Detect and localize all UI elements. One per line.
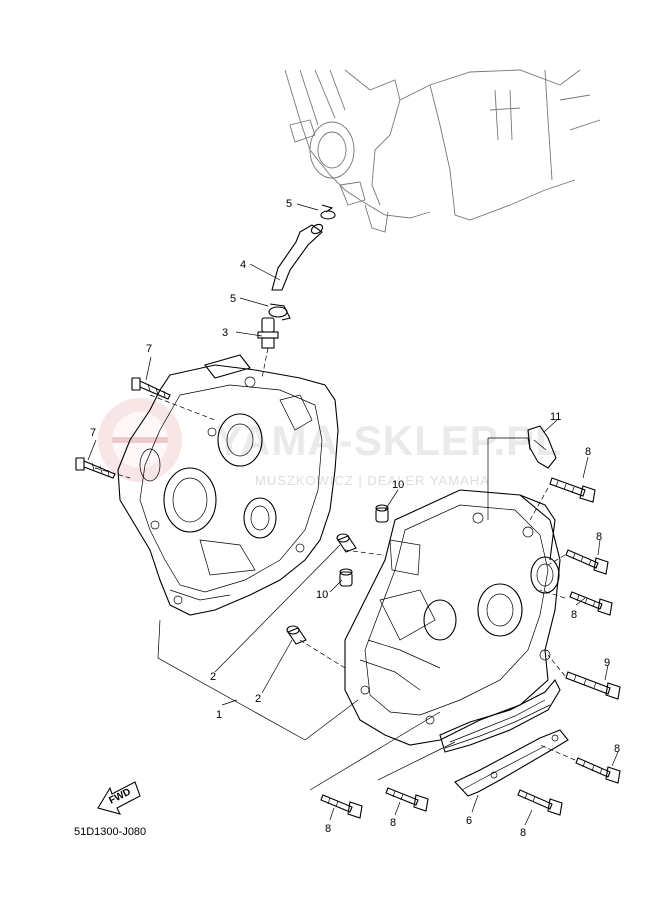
hose-clip-lower — [268, 303, 291, 321]
bolt-8-bottom-3 — [517, 789, 563, 816]
bolt-8-bottom-2 — [385, 787, 429, 812]
breather-hose — [271, 223, 324, 291]
callout-2-lower: 2 — [255, 693, 261, 705]
bolt-8-bottom-1 — [320, 794, 363, 819]
bolt-8-right-4 — [575, 757, 621, 784]
callout-3: 3 — [222, 327, 228, 339]
breather-fitting — [257, 317, 279, 349]
callout-5-upper: 5 — [286, 198, 292, 210]
bolts — [75, 377, 621, 819]
dowel-pin-upper — [336, 533, 357, 553]
callout-8-r2: 8 — [596, 531, 602, 543]
callout-8-b2: 8 — [390, 817, 396, 829]
watermark: YAMA-SKLEP.PL MUSZKOWICZ | DEALER YAMAHA — [98, 398, 562, 488]
callout-4: 4 — [240, 259, 246, 271]
callout-8-b1: 8 — [325, 823, 331, 835]
callout-2-upper: 2 — [210, 671, 216, 683]
callout-7-lower: 7 — [90, 427, 96, 439]
callouts: 5 4 5 3 7 7 10 10 11 8 8 8 9 8 2 2 1 8 8… — [90, 198, 620, 839]
callout-6: 6 — [466, 815, 472, 827]
dowel-pin-lower — [286, 625, 307, 645]
callout-5-lower: 5 — [230, 293, 236, 305]
callout-8-r4: 8 — [614, 743, 620, 755]
fwd-arrow: FWD — [97, 781, 141, 815]
watermark-logo — [98, 398, 182, 482]
dowel-10-upper — [375, 504, 389, 523]
leader-lines — [87, 203, 619, 826]
part-11-bracket — [527, 425, 557, 469]
callout-8-r3: 8 — [571, 609, 577, 621]
bolt-8-right-2 — [565, 549, 609, 575]
callout-10-upper: 10 — [392, 479, 404, 491]
dowel-10-lower — [339, 568, 353, 587]
callout-7-upper: 7 — [146, 343, 152, 355]
fwd-label: FWD — [107, 787, 132, 807]
bolt-8-right-3 — [569, 591, 613, 616]
breather-hose-assembly — [257, 204, 336, 379]
crankcase-right-half — [344, 489, 561, 753]
callout-11: 11 — [550, 411, 561, 423]
watermark-sub-text: MUSZKOWICZ | DEALER YAMAHA — [255, 473, 490, 488]
callout-9: 9 — [604, 657, 610, 669]
watermark-main-text: YAMA-SKLEP.PL — [215, 417, 562, 464]
bolt-7-lower — [75, 457, 116, 479]
bolt-7-upper — [131, 377, 171, 400]
bolt-9 — [565, 671, 621, 700]
hose-clip-upper — [320, 204, 336, 220]
callout-10-lower: 10 — [316, 589, 328, 601]
bolt-8-right-1 — [549, 477, 596, 503]
engine-outline — [284, 69, 601, 233]
dowel-pins — [286, 504, 389, 645]
diagram-code: 51D1300-J080 — [74, 826, 146, 838]
callout-8-b3: 8 — [520, 827, 526, 839]
crankcase-left-half — [117, 354, 339, 616]
callout-8-r1: 8 — [585, 446, 591, 458]
part-6-plate — [454, 729, 569, 797]
callout-1: 1 — [216, 709, 222, 721]
